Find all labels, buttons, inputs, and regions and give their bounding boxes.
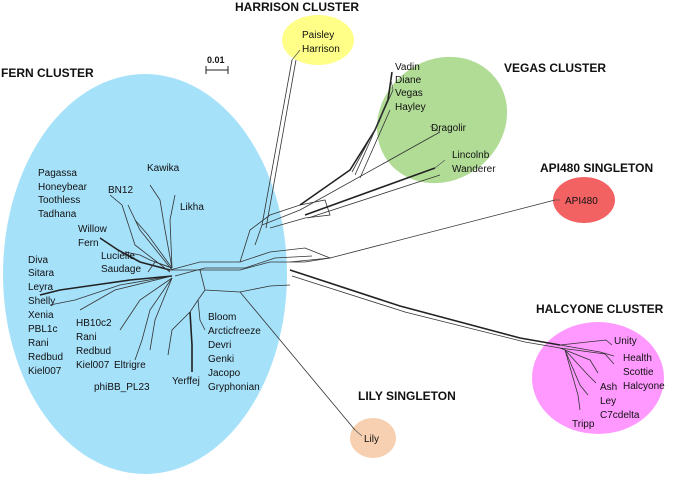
phage-label: Xenia	[28, 310, 54, 321]
phage-label: Lincolnb	[452, 150, 490, 161]
phage-label: Fern	[78, 238, 99, 249]
phage-label: Kiel007	[28, 366, 62, 377]
phage-label: Ley	[600, 396, 616, 407]
phage-label: Rani	[28, 338, 49, 349]
phage-label: Willow	[78, 224, 108, 235]
halcyone-cluster-ellipse	[532, 322, 664, 434]
phage-label: Eltrigre	[114, 360, 146, 371]
phage-label: Kawika	[147, 163, 180, 174]
leader-lines	[291, 49, 560, 437]
phage-label: Halcyone	[623, 381, 665, 392]
phage-label: Gryphonian	[208, 382, 260, 393]
phage-label: Scottie	[623, 367, 654, 378]
scale-bar-label: 0.01	[207, 55, 225, 65]
phage-label: Rani	[76, 332, 97, 343]
cluster-title-lily: LILY SINGLETON	[358, 389, 456, 403]
cluster-title-halcyone: HALCYONE CLUSTER	[536, 302, 664, 316]
phage-label: Harrison	[302, 44, 340, 55]
phage-label: Toothless	[38, 195, 80, 206]
phage-label: Wanderer	[452, 164, 496, 175]
phage-label: phiBB_PL23	[94, 382, 150, 393]
phage-label: Leyra	[28, 282, 53, 293]
phage-label: Saudage	[101, 264, 141, 275]
phage-label: Bloom	[208, 312, 236, 323]
phage-label: Diva	[28, 255, 48, 266]
phage-label: Lily	[364, 434, 379, 445]
phage-label: Yerffej	[172, 376, 200, 387]
phage-label: HB10c2	[76, 318, 112, 329]
cluster-title-fern: FERN CLUSTER	[1, 66, 94, 80]
phage-label: Redbud	[28, 352, 63, 363]
vegas-cluster-ellipse	[376, 56, 508, 184]
phage-label: Dragolir	[431, 123, 467, 134]
phage-label: Tripp	[572, 419, 595, 430]
phage-label: Arcticfreeze	[208, 326, 261, 337]
phage-label: Vadin	[395, 62, 420, 73]
phage-label: Likha	[180, 202, 204, 213]
phage-label: Jacopo	[208, 368, 241, 379]
phage-label: Lucielle	[101, 251, 135, 262]
phage-label: Vegas	[395, 88, 423, 99]
phage-label: BN12	[108, 185, 133, 196]
phage-label: Pagassa	[38, 168, 77, 179]
phage-label: Diane	[395, 75, 422, 86]
phage-label: Honeybear	[38, 182, 88, 193]
scale-bar: 0.01	[205, 55, 229, 74]
phage-label: Ash	[600, 382, 617, 393]
phage-label: Hayley	[395, 102, 426, 113]
phage-label: Redbud	[76, 346, 111, 357]
phage-label: API480	[565, 196, 598, 207]
network-branches	[39, 59, 615, 431]
api480-singleton-ellipse	[553, 177, 615, 223]
phage-label: Shelly	[28, 296, 55, 307]
phage-label: Paisley	[302, 30, 334, 41]
phage-label: PBL1c	[28, 324, 57, 335]
phage-label: Health	[623, 353, 652, 364]
phage-label: Kiel007	[76, 360, 110, 371]
phage-label: Unity	[614, 336, 637, 347]
phage-label: Tadhana	[38, 209, 77, 220]
cluster-title-vegas: VEGAS CLUSTER	[504, 61, 606, 75]
phage-label: C7cdelta	[600, 410, 640, 421]
cluster-title-harrison: HARRISON CLUSTER	[235, 0, 359, 14]
harrison-cluster-ellipse	[282, 15, 354, 65]
cluster-title-api480: API480 SINGLETON	[540, 161, 653, 175]
phage-label: Genki	[208, 354, 234, 365]
lily-singleton-ellipse	[350, 418, 396, 458]
phage-label: Devri	[208, 340, 231, 351]
fern-cluster-ellipse	[3, 74, 287, 474]
phage-label: Sitara	[28, 268, 55, 279]
